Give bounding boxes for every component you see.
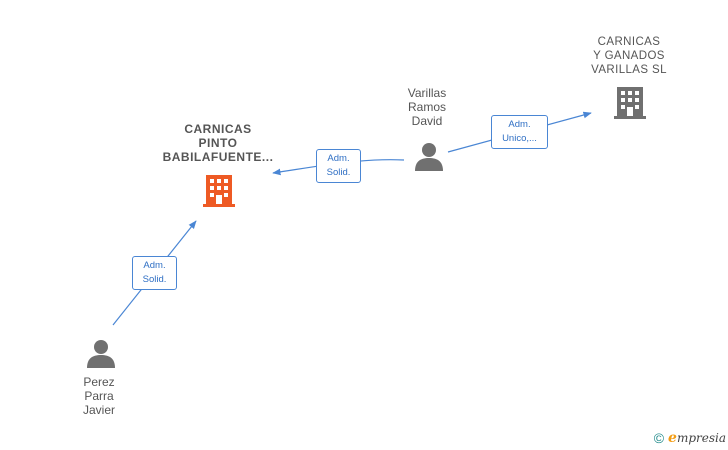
node-label-line: Perez bbox=[83, 375, 115, 389]
node-label-line: CARNICAS bbox=[184, 122, 252, 136]
brand-logo[interactable]: empresia bbox=[668, 430, 726, 446]
node-label-line: BABILAFUENTE... bbox=[162, 150, 274, 164]
person-icon[interactable] bbox=[414, 141, 444, 171]
building-icon[interactable] bbox=[203, 173, 235, 207]
node-label-line: Varillas bbox=[407, 86, 447, 100]
node-label-varillas[interactable]: Varillas Ramos David bbox=[382, 86, 472, 128]
edge-label-line: Solid. bbox=[142, 274, 167, 285]
node-label-carnicas-ganados[interactable]: CARNICAS Y GANADOS VARILLAS SL bbox=[563, 35, 695, 77]
node-label-line: David bbox=[411, 114, 443, 128]
edge-label-line: Unico,... bbox=[502, 133, 537, 144]
edge-label-line: Adm. bbox=[143, 260, 166, 271]
edge-label-varillas-to-pinto[interactable]: Adm. Solid. bbox=[316, 149, 361, 183]
brand-rest: mpresia bbox=[676, 431, 726, 445]
edge-label-perez-to-pinto[interactable]: Adm. Solid. bbox=[132, 256, 177, 290]
copyright-symbol: © bbox=[653, 430, 665, 446]
edge-label-line: Adm. bbox=[508, 119, 531, 130]
node-label-line: Ramos bbox=[407, 100, 446, 114]
footer-brand: © empresia bbox=[654, 430, 726, 446]
brand-initial: e bbox=[668, 430, 677, 446]
node-label-carnicas-pinto[interactable]: CARNICAS PINTO BABILAFUENTE... bbox=[148, 122, 288, 164]
edge-label-line: Adm. bbox=[327, 153, 350, 164]
node-label-line: Javier bbox=[82, 403, 115, 417]
person-icon[interactable] bbox=[86, 338, 116, 368]
node-label-line: Parra bbox=[84, 389, 114, 403]
edge-label-line: Solid. bbox=[326, 167, 351, 178]
node-label-line: CARNICAS bbox=[597, 36, 661, 48]
node-label-perez[interactable]: Perez Parra Javier bbox=[54, 375, 144, 417]
edge-label-varillas-to-ganados[interactable]: Adm. Unico,... bbox=[491, 115, 548, 149]
node-label-line: PINTO bbox=[198, 136, 238, 150]
node-label-line: Y GANADOS bbox=[593, 50, 665, 62]
building-icon[interactable] bbox=[614, 85, 646, 119]
node-label-line: VARILLAS SL bbox=[591, 64, 667, 76]
